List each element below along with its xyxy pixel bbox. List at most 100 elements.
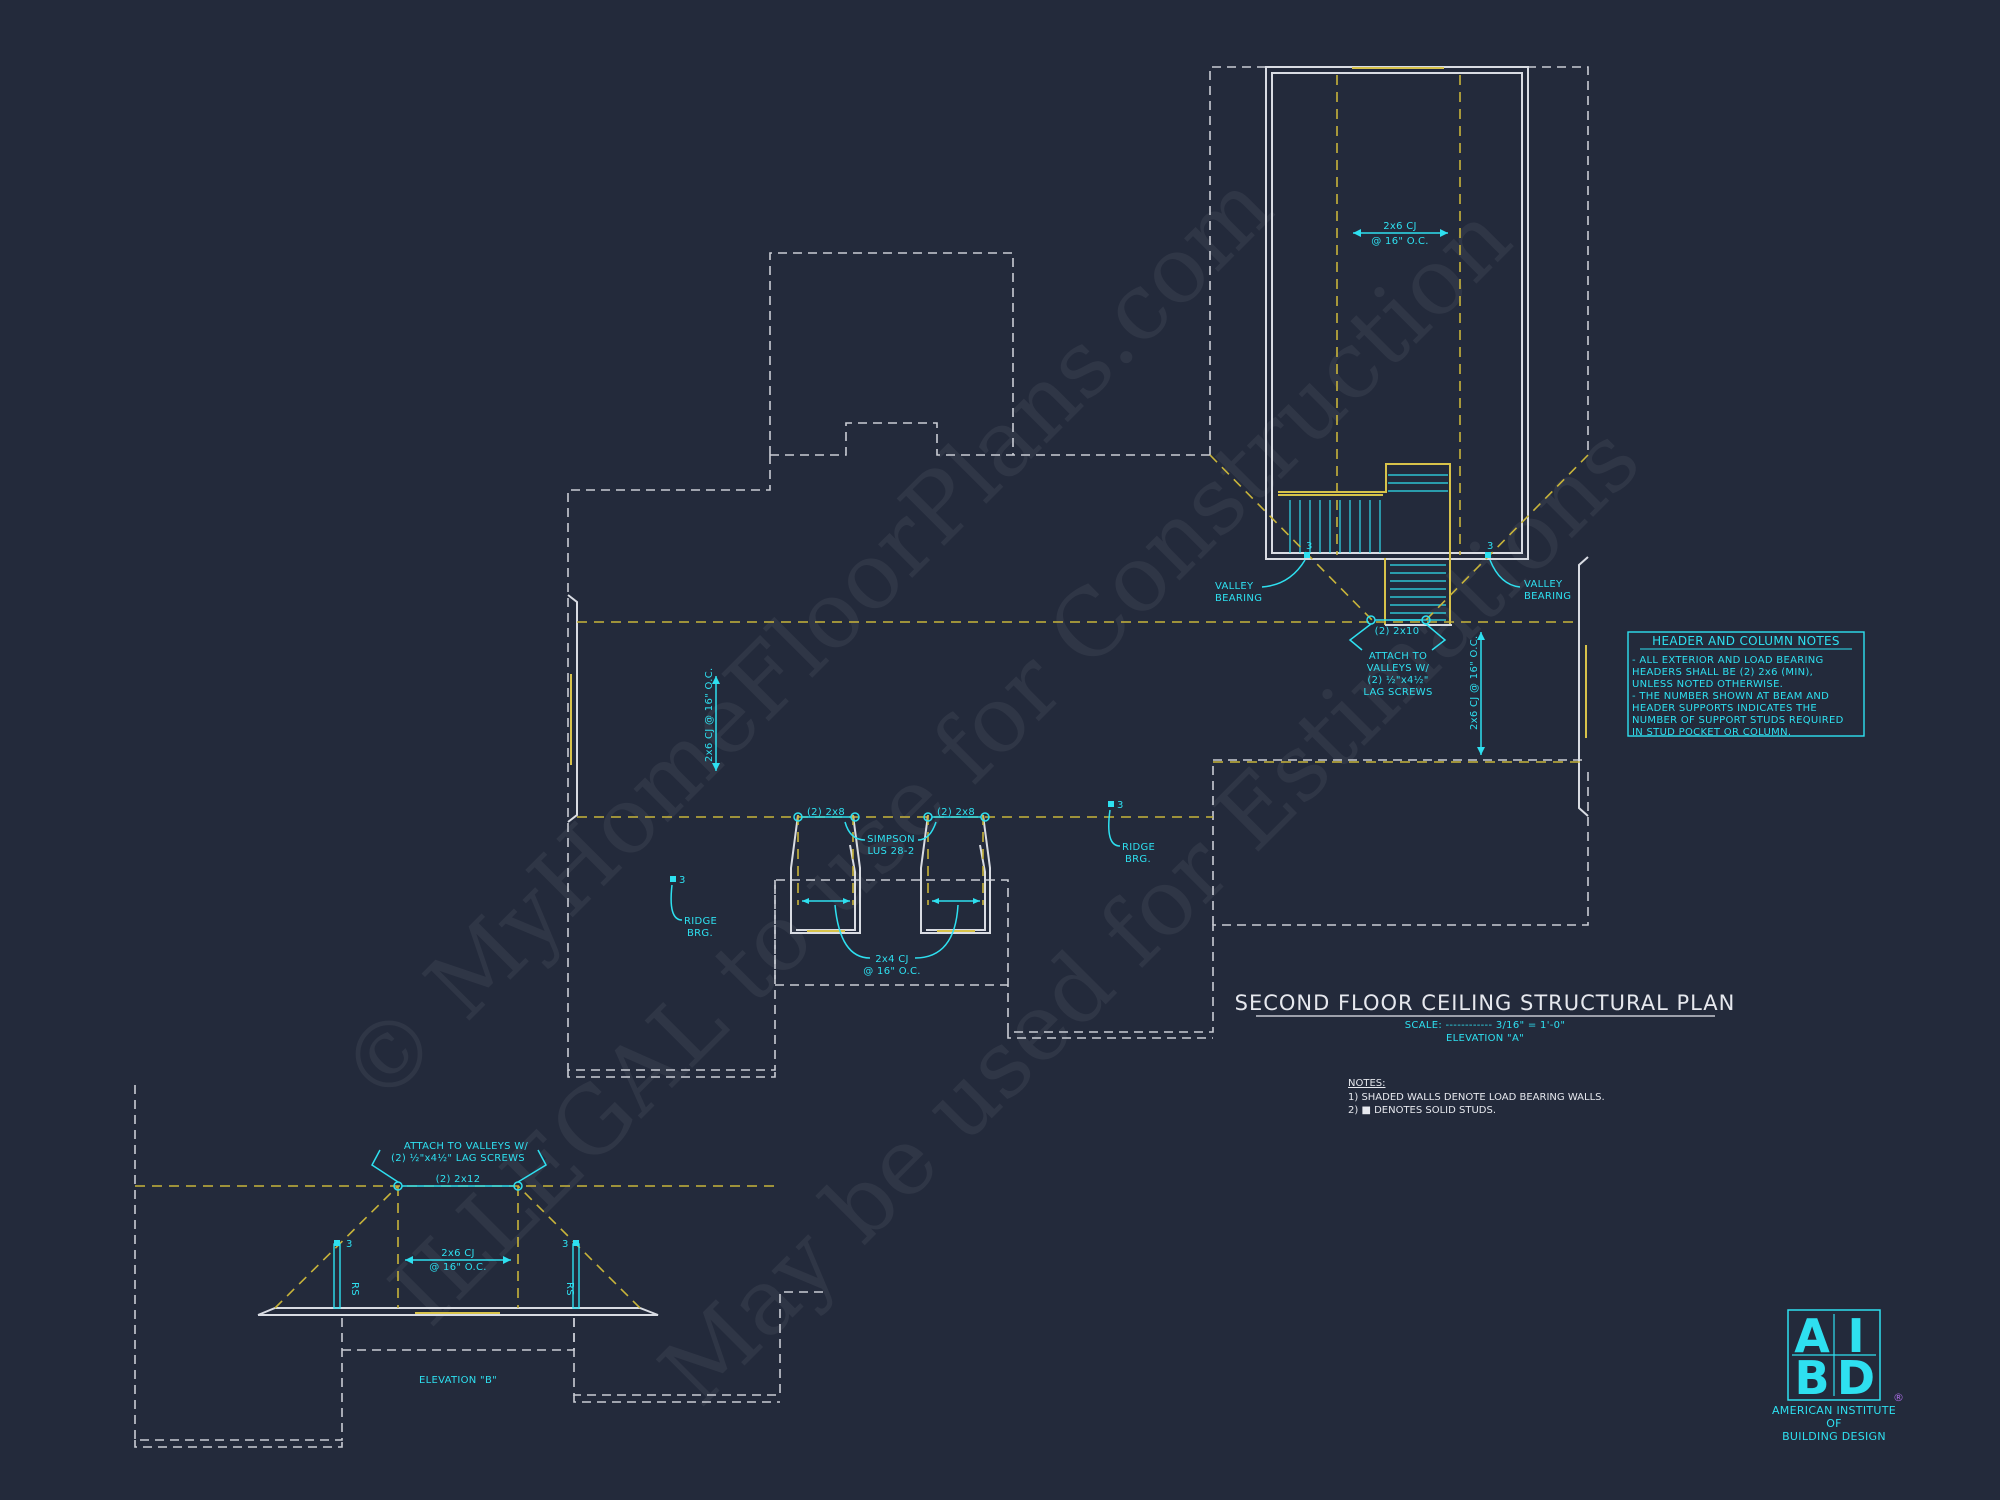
leader-line xyxy=(371,1149,399,1183)
simpson-2: LUS 28-2 xyxy=(867,846,914,857)
ridge-brg-right-2: BRG. xyxy=(1125,854,1151,865)
notes-line: HEADER SUPPORTS INDICATES THE xyxy=(1632,703,1817,714)
valley-diagonal xyxy=(274,1185,399,1309)
logo-line-3: BUILDING DESIGN xyxy=(1782,1430,1886,1443)
notes-line: IN STUD POCKET OR COLUMN. xyxy=(1632,727,1791,738)
roof-block-outline xyxy=(769,252,1014,455)
cj-spacing-b: @ 16" O.C. xyxy=(429,1262,487,1273)
notes-heading: NOTES: xyxy=(1348,1078,1386,1089)
valley-diagonal xyxy=(1424,454,1589,622)
dormer-left xyxy=(790,814,861,934)
logo-letter-a: A xyxy=(1794,1309,1830,1363)
logo-letter-i: I xyxy=(1847,1309,1864,1363)
simpson-1: SIMPSON xyxy=(867,834,915,845)
plan-elevation-b: RS RS 3 3 (2) 2x12 ATTACH TO VALLEYS W/ … xyxy=(134,1085,826,1448)
notes-line: - ALL EXTERIOR AND LOAD BEARING xyxy=(1632,655,1824,666)
cj-spacing-top: @ 16" O.C. xyxy=(1371,236,1429,247)
leader-line xyxy=(1489,559,1521,588)
stud-count: 3 xyxy=(1487,541,1494,552)
arrow-head-icon xyxy=(712,676,720,684)
attach-valleys-2: VALLEYS W/ xyxy=(1367,663,1430,674)
watermark: © MyHomeFloorPlans.com ILLEGAL to use fo… xyxy=(320,153,1660,1426)
arrow-head-icon xyxy=(1477,632,1485,640)
ridge-brg-left-2: BRG. xyxy=(687,928,713,939)
general-notes: NOTES: 1) SHADED WALLS DENOTE LOAD BEARI… xyxy=(1348,1078,1605,1116)
attach-valleys-b-2: (2) ½"x4½" LAG SCREWS xyxy=(391,1152,525,1164)
leader-line xyxy=(834,904,871,959)
notes-line: 2) ■ DENOTES SOLID STUDS. xyxy=(1348,1105,1496,1116)
inner-perimeter xyxy=(1007,1032,1213,1039)
rafter-support-left xyxy=(333,1243,341,1309)
logo-frame xyxy=(1787,1309,1881,1401)
stud-count: 3 xyxy=(1117,800,1124,811)
elevation-b-outline xyxy=(573,1395,780,1403)
arrow-head-icon xyxy=(973,898,980,904)
elevation-b-outline xyxy=(573,1291,826,1396)
cj-label-top: 2x6 CJ xyxy=(1383,221,1417,232)
elevation-b-outline xyxy=(134,1440,343,1448)
main-perimeter xyxy=(567,455,1589,1071)
notes-box-title: HEADER AND COLUMN NOTES xyxy=(1652,634,1840,648)
aibd-logo: A I B D ® AMERICAN INSTITUTE OF BUILDING… xyxy=(1772,1309,1904,1443)
arrow-head-icon xyxy=(1477,747,1485,755)
cj-label-vertical-left: 2x6 CJ @ 16" O.C. xyxy=(704,667,715,762)
arrow-head-icon xyxy=(1353,229,1361,237)
cj-label-vertical-right: 2x6 CJ @ 16" O.C. xyxy=(1469,635,1480,730)
notes-line: - THE NUMBER SHOWN AT BEAM AND xyxy=(1632,691,1829,702)
dormer-right xyxy=(920,814,991,934)
leader-line xyxy=(1261,559,1306,588)
solid-stud-icon xyxy=(1485,552,1491,558)
leader-line xyxy=(1425,623,1447,651)
header-2x8-left: (2) 2x8 xyxy=(807,807,845,818)
leader-line xyxy=(1108,809,1121,847)
cj-2x4-spacing: @ 16" O.C. xyxy=(863,966,921,977)
solid-stud-icon xyxy=(1108,801,1114,807)
rafter-support-right xyxy=(572,1243,580,1309)
attach-valleys-4: LAG SCREWS xyxy=(1363,687,1432,698)
leader-line xyxy=(914,904,959,959)
valley-diagonal xyxy=(1209,454,1374,622)
arrow-head-icon xyxy=(1440,229,1448,237)
header-2x10: (2) 2x10 xyxy=(1375,626,1420,637)
valley-bearing-left-2: BEARING xyxy=(1215,593,1262,604)
stud-count: 3 xyxy=(562,1239,569,1250)
leader-line xyxy=(917,821,937,841)
notes-box xyxy=(1627,631,1865,737)
cj-2x4-label: 2x4 CJ xyxy=(875,954,909,965)
logo-line-1: AMERICAN INSTITUTE xyxy=(1772,1404,1896,1417)
attach-valleys-3: (2) ½"x4½" xyxy=(1367,674,1428,686)
arrow-head-icon xyxy=(843,898,850,904)
arrow-head-icon xyxy=(503,1256,511,1264)
stud-count: 3 xyxy=(1306,541,1313,552)
notes-line: NUMBER OF SUPPORT STUDS REQUIRED xyxy=(1632,715,1844,726)
attach-valleys-1: ATTACH TO xyxy=(1369,651,1427,662)
header-2x12: (2) 2x12 xyxy=(436,1174,481,1185)
registered-mark: ® xyxy=(1893,1391,1904,1404)
drawing-title-block: SECOND FLOOR CEILING STRUCTURAL PLAN SCA… xyxy=(1235,991,1735,1044)
annotations-elevation-a: 2x6 CJ @ 16" O.C. 3 VALLEY BEARING 3 VAL… xyxy=(670,221,1571,977)
ridge-brg-left-1: RIDGE xyxy=(684,916,717,927)
solid-stud-icon xyxy=(573,1240,579,1246)
stud-count: 3 xyxy=(679,875,686,886)
leader-line xyxy=(517,1149,547,1183)
solid-stud-icon xyxy=(334,1240,340,1246)
valley-bearing-right-1: VALLEY xyxy=(1524,579,1563,590)
logo-letter-b: B xyxy=(1794,1351,1829,1405)
stud-count: 3 xyxy=(346,1239,353,1250)
solid-stud-icon xyxy=(670,876,676,882)
inner-perimeter xyxy=(1212,759,1588,925)
leader-line xyxy=(1348,623,1372,651)
solid-stud-icon xyxy=(1304,552,1310,558)
logo-letter-d: D xyxy=(1837,1351,1875,1405)
arrow-head-icon xyxy=(932,898,939,904)
roof-block-outline xyxy=(770,422,1210,456)
notes-line: HEADERS SHALL BE (2) 2x6 (MIN), xyxy=(1632,667,1813,678)
drawing-elevation: ELEVATION "A" xyxy=(1446,1033,1524,1044)
elevation-b-caption: ELEVATION "B" xyxy=(419,1375,497,1386)
arrow-head-icon xyxy=(712,763,720,771)
logo-line-2: OF xyxy=(1826,1417,1842,1430)
arrow-head-icon xyxy=(802,898,809,904)
inner-perimeter xyxy=(774,880,1008,986)
gable-wall-right xyxy=(1578,556,1589,817)
header-column-notes: HEADER AND COLUMN NOTES - ALL EXTERIOR A… xyxy=(1627,631,1865,738)
